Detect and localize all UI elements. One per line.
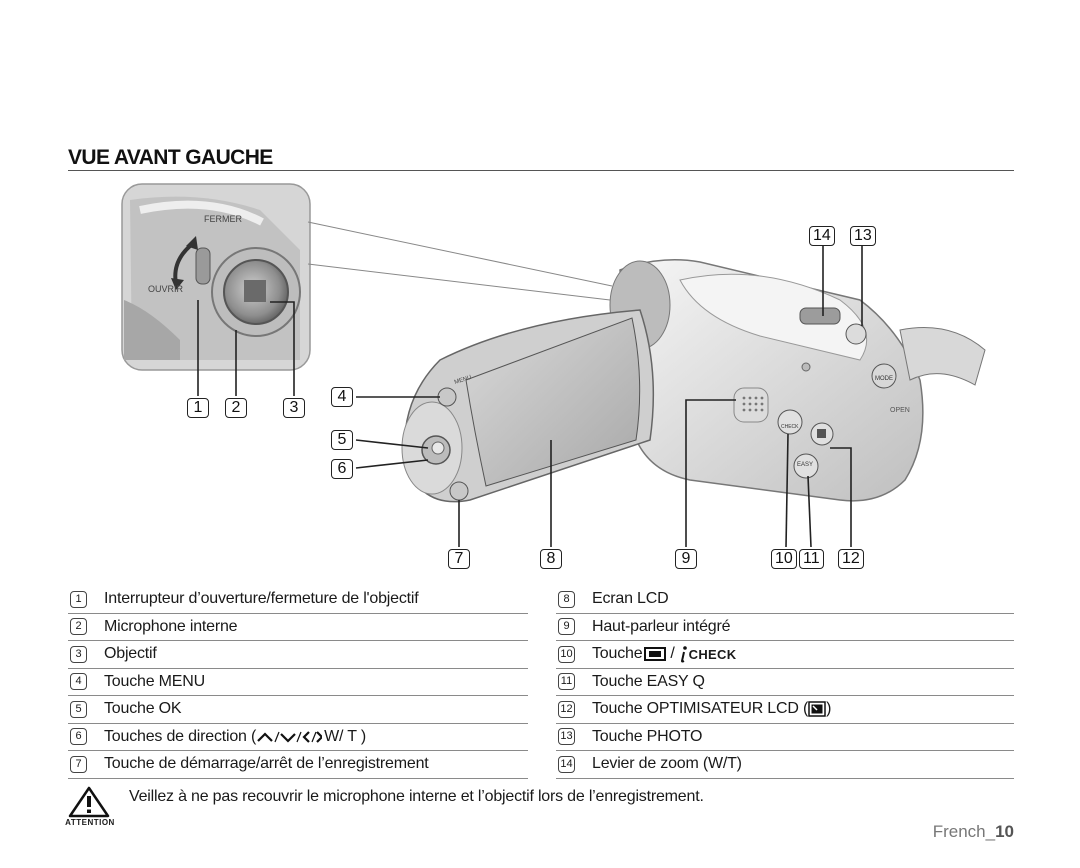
display-mode-icon [644,647,667,662]
item-suffix: ) [826,700,832,718]
page-footer: French_10 [933,822,1014,842]
list-item: 6 Touches de direction ( W/ T ) [68,724,528,751]
item-number: 12 [558,700,575,718]
callout-3: 3 [283,398,305,418]
item-number: 9 [558,618,575,636]
item-number: 13 [558,728,575,746]
item-text: Touche [592,645,643,663]
i-check-icon [679,645,689,663]
lcd-panel: MENU [401,309,655,503]
easy-button-label: EASY [797,462,813,468]
list-item: 7 Touche de démarrage/arrêt de l’enregis… [68,751,528,779]
item-number: 1 [70,590,87,608]
list-item: 5 Touche OK [68,696,528,724]
list-item: 9 Haut-parleur intégré [556,614,1014,641]
footer-language: French_ [932,822,996,841]
item-number: 2 [70,618,87,636]
item-text: Touches de direction ( [104,727,257,745]
camcorder-illustration: FERMER OUVRIR MODE OPEN CHECK [121,183,986,548]
item-number: 8 [558,590,575,608]
lens-inset: FERMER OUVRIR [121,183,311,371]
list-item: 11 Touche EASY Q [556,669,1014,696]
direction-keys-text: W/ T [324,727,357,745]
callout-4: 4 [331,387,353,407]
item-number: 14 [558,755,575,773]
item-text: Levier de zoom (W/T) [592,755,742,773]
list-item: 13 Touche PHOTO [556,724,1014,751]
callout-9: 9 [675,549,697,569]
callout-12: 12 [838,549,864,569]
item-text: Touche EASY Q [592,672,705,690]
check-button-label: CHECK [781,424,799,430]
item-number: 10 [558,645,575,663]
item-number: 6 [70,728,87,746]
callout-5: 5 [331,430,353,450]
leader-lines [197,246,863,548]
warning-text: Veillez à ne pas recouvrir le microphone… [129,788,704,805]
callout-8: 8 [540,549,562,569]
warning-icon [68,786,110,818]
item-number: 4 [70,673,87,691]
item-number: 5 [70,700,87,718]
item-text: Ecran LCD [592,590,669,608]
item-number: 7 [70,755,87,773]
item-text: Touche OK [104,700,182,718]
parts-list-left: 1 Interrupteur d’ouverture/fermeture de … [68,586,528,779]
item-text: Interrupteur d’ouverture/fermeture de l'… [104,590,419,608]
item-text: Objectif [104,645,157,663]
list-item: 3 Objectif [68,641,528,669]
callout-13: 13 [850,226,876,246]
callout-6: 6 [331,459,353,479]
open-label: OPEN [890,407,910,414]
list-item: 4 Touche MENU [68,669,528,696]
callout-1: 1 [187,398,209,418]
inset-close-label: FERMER [204,214,243,224]
callout-14: 14 [809,226,835,246]
menu-label: MENU [454,375,473,386]
item-suffix: ) [360,727,366,745]
inset-open-label: OUVRIR [148,284,184,294]
list-item: 14 Levier de zoom (W/T) [556,751,1014,779]
list-item: 12 Touche OPTIMISATEUR LCD ( ) [556,696,1014,724]
mode-label: MODE [875,376,893,382]
item-text: Microphone interne [104,617,238,635]
item-text: Touche de démarrage/arrêt de l’enregistr… [104,755,429,773]
item-number: 11 [558,673,575,691]
title-rule [68,170,1014,171]
speaker-grill [733,387,769,423]
item-text: Touche OPTIMISATEUR LCD ( [592,700,809,718]
list-item: 1 Interrupteur d’ouverture/fermeture de … [68,586,528,614]
lcd-enhancer-icon [808,701,826,717]
callout-2: 2 [225,398,247,418]
item-number: 3 [70,645,87,663]
callout-10: 10 [771,549,797,569]
item-text: Haut-parleur intégré [592,617,731,635]
warning-label: ATTENTION [65,818,115,827]
list-item: 8 Ecran LCD [556,586,1014,614]
parts-list-right: 8 Ecran LCD 9 Haut-parleur intégré 10 To… [556,586,1014,779]
page-number: 10 [995,822,1014,841]
check-text: CHECK [688,646,737,662]
item-text: Touche PHOTO [592,727,703,745]
list-item: 10 Touche / CHECK [556,641,1014,669]
item-text: Touche MENU [104,672,205,690]
page-title: VUE AVANT GAUCHE [68,146,273,169]
direction-arrows-icon [256,730,323,744]
callout-7: 7 [448,549,470,569]
camcorder-body: MODE OPEN CHECK EASY [609,259,986,502]
list-item: 2 Microphone interne [68,614,528,641]
callout-11: 11 [799,549,824,569]
